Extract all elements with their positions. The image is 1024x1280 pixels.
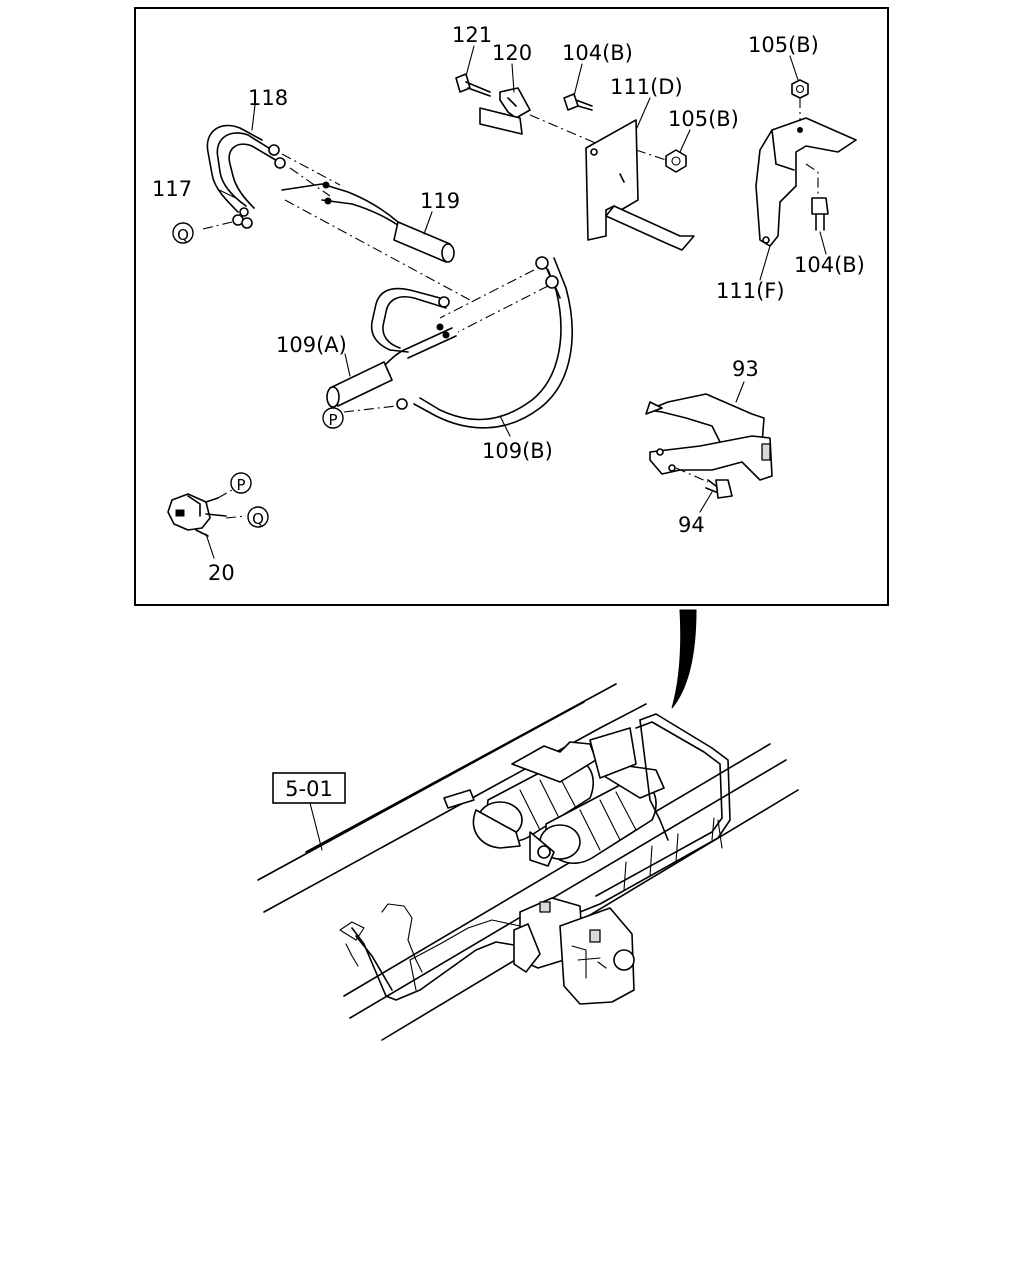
label-119: 119 [420,189,460,213]
part-109a-harness [326,287,457,410]
label-104b-top: 104(B) [562,41,633,65]
part-120-clip [479,87,531,135]
part-104b-bolt-right [805,163,829,231]
leader-119 [423,211,433,235]
tank-assembly [513,897,635,1005]
marker-q-upper-text: Q [177,226,189,244]
label-104b-right: 104(B) [794,253,865,277]
part-118-pipe [206,124,286,229]
leader-111f [759,245,771,281]
label-121: 121 [452,23,492,47]
leader-111d [635,97,651,131]
label-111f: 111(F) [716,279,785,303]
reference-box: 5-01 [272,772,346,804]
marker-q-upper: Q [172,222,194,244]
label-93: 93 [732,357,759,381]
marker-p-lower: P [230,472,252,494]
leader-117 [218,189,237,199]
part-105b-nut-mid [665,149,687,173]
part-20-connector [167,493,227,537]
leader-121 [465,45,475,77]
part-105b-nut-top [791,79,809,99]
part-93-bracket [645,393,773,481]
marker-p-lower-text: P [236,476,245,494]
dpf-assembly-left [472,741,597,849]
part-111f-bracket [755,117,857,247]
dash-94 [675,467,709,483]
p-connection-lower [217,489,233,499]
part-109b-pipe [413,256,573,429]
label-118: 118 [248,86,288,110]
marker-p-upper-text: P [328,411,337,429]
label-109a: 109(A) [276,333,347,357]
label-111d: 111(D) [610,75,683,99]
dash-105b-mid [635,149,667,161]
q-connection-lower [225,515,247,519]
part-104b-bolt-top [563,93,593,111]
leader-20 [205,533,215,559]
leader-94 [699,491,713,513]
part-119-harness [281,153,455,263]
part-111d-bracket [585,119,695,251]
p-connection-upper [343,405,397,413]
centerline-119 [284,199,471,301]
leader-105b-mid [679,129,691,153]
leader-5-01 [309,802,323,851]
reference-label: 5-01 [285,777,333,801]
leader-120 [511,63,515,93]
part-94-bolt [705,479,733,499]
label-109b: 109(B) [482,439,553,463]
leader-93 [735,381,745,403]
leader-118 [251,104,256,131]
label-94: 94 [678,513,705,537]
part-121-bolt [455,73,491,97]
label-120: 120 [492,41,532,65]
leader-105b-top [789,55,799,81]
detail-frame [134,7,889,606]
q-connection-upper [202,221,233,230]
callout-arrow [671,609,697,709]
leader-109b [499,415,511,437]
leader-104b-right [819,231,827,255]
leader-104b-top [573,63,583,97]
leader-109a [344,353,351,377]
chassis-frame [257,683,799,1041]
label-105b-top: 105(B) [748,33,819,57]
marker-p-upper: P [322,407,344,429]
dash-109b-b [457,285,549,333]
label-117: 117 [152,177,192,201]
dash-109b-a [439,269,535,319]
label-105b-mid: 105(B) [668,107,739,131]
marker-q-lower-text: Q [252,510,264,528]
label-20: 20 [208,561,235,585]
marker-q-lower: Q [247,506,269,528]
pipe-routing [339,713,731,1001]
dpf-brackets [443,727,637,809]
